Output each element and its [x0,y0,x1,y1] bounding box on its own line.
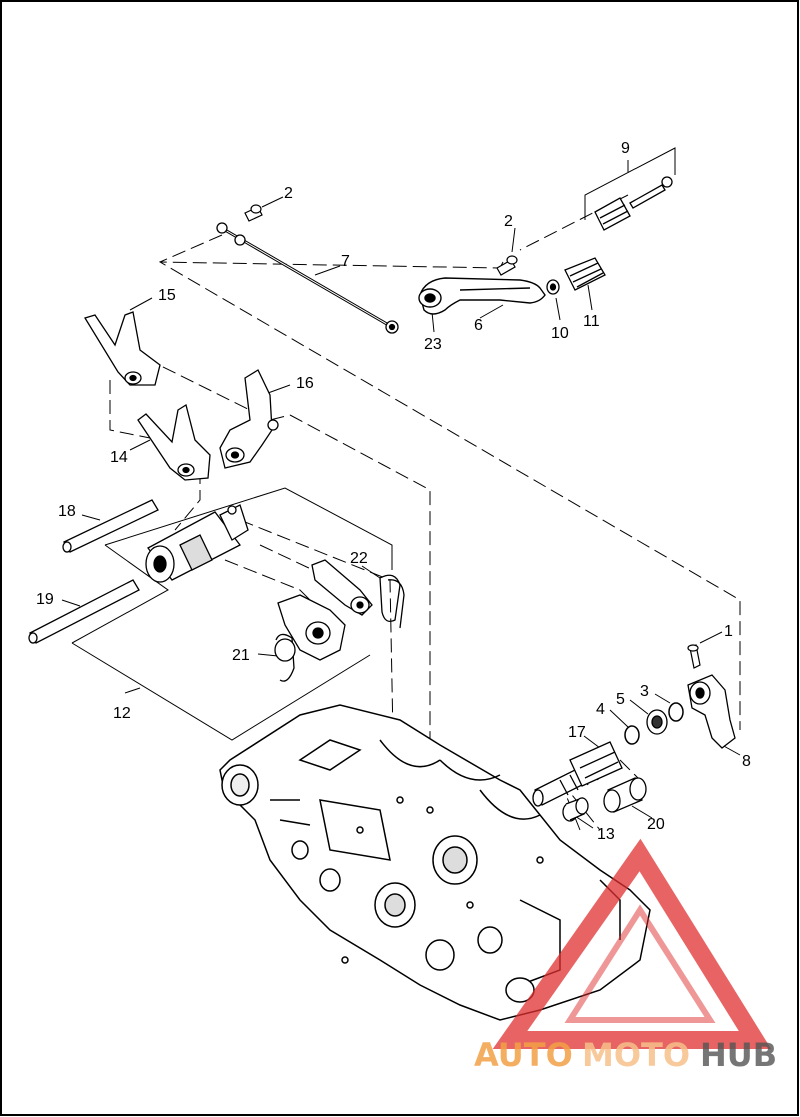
watermark-hub: HUB [700,1036,777,1074]
callout-20: 20 [647,816,665,833]
part-fork-shaft-19 [28,579,140,644]
callout-12: 12 [113,705,131,722]
part-shift-fork-15 [84,311,161,386]
callout-21: 21 [232,647,250,664]
watermark-moto: MOTO [582,1036,690,1074]
part-crankcase [219,704,651,1021]
part-shift-fork-16 [219,369,279,469]
callout-labels: 1 2 2 3 4 5 6 7 8 9 10 11 12 13 14 15 16… [36,140,751,843]
part-screw-1 [687,644,701,669]
part-screw-2b [496,255,518,276]
watermark-text: AUTO MOTO HUB [474,1036,777,1074]
callout-16: 16 [296,375,314,392]
watermark-logo [492,838,772,1049]
part-peg-9 [594,176,673,231]
leader-lines [61,147,741,829]
part-detent-arm-22 [311,559,405,629]
part-rubber-11 [564,257,606,291]
callout-2b: 2 [504,213,513,230]
part-bushing-13 [562,797,589,822]
callout-11: 11 [583,313,600,330]
watermark-auto: AUTO [474,1036,573,1074]
part-fork-shaft-18 [62,499,159,553]
callout-4: 4 [596,701,605,718]
part-shift-lever-8 [687,674,736,749]
callout-5: 5 [616,691,625,708]
callout-17: 17 [568,724,586,741]
callout-2a: 2 [284,185,293,202]
callout-6: 6 [474,317,483,334]
part-shift-rod [216,222,399,334]
callout-19: 19 [36,591,54,608]
callout-10: 10 [551,325,569,342]
callout-18: 18 [58,503,76,520]
part-bushing-20 [603,777,647,813]
part-seal-5 [646,709,668,735]
callout-1: 1 [724,623,733,640]
part-retaining-ring-3 [668,702,684,722]
part-shift-drum [145,504,249,583]
callout-14: 14 [110,449,128,466]
callout-13: 13 [597,826,615,843]
part-shift-shaft-17 [532,741,623,807]
part-retaining-ring-4 [624,725,640,745]
callout-7: 7 [341,253,350,270]
part-shift-lever-6 [418,277,546,315]
callout-9: 9 [621,140,630,157]
part-screw-2a [244,204,263,222]
part-shift-pawl [274,594,346,682]
callout-22: 22 [350,550,368,567]
callout-23: 23 [424,336,442,353]
part-washer-10 [546,279,560,295]
callout-3: 3 [640,683,649,700]
callout-15: 15 [158,287,176,304]
callout-8: 8 [742,753,751,770]
part-shift-fork-14 [137,403,211,481]
